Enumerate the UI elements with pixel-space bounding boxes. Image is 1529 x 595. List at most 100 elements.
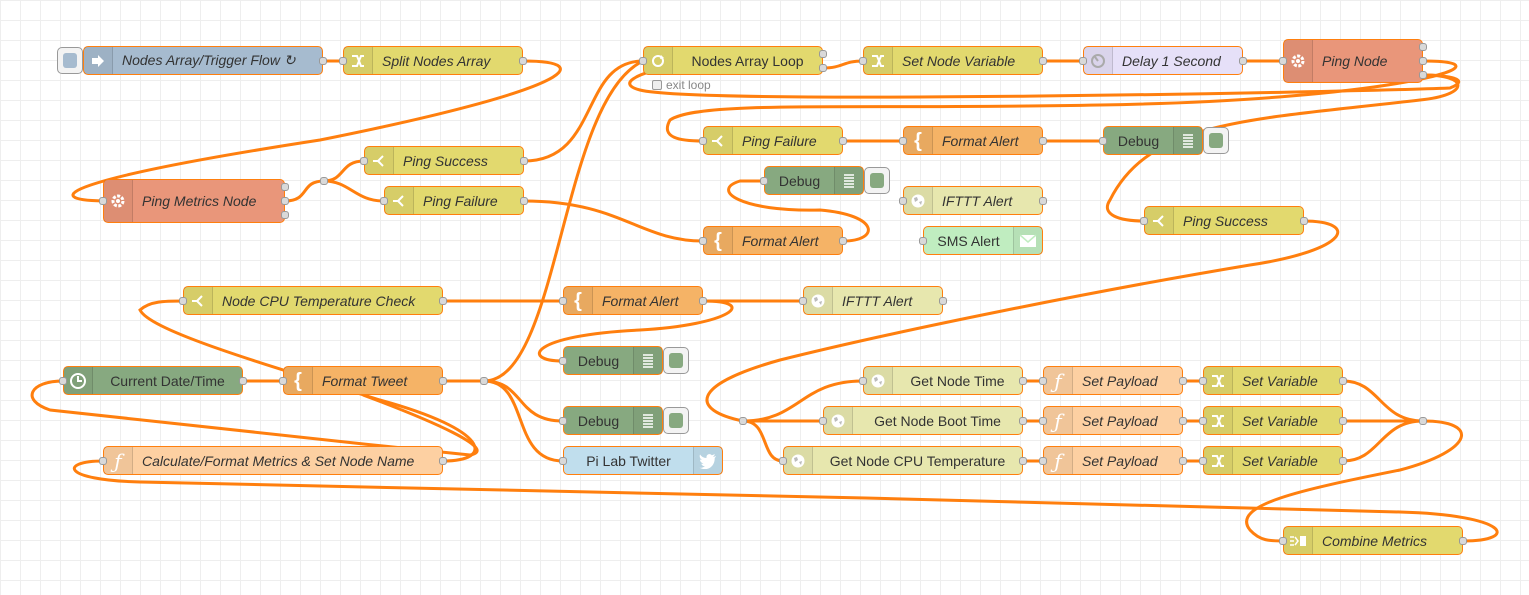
input-port[interactable] — [99, 457, 107, 465]
input-port[interactable] — [559, 457, 567, 465]
debug-toggle-button[interactable] — [663, 347, 689, 374]
input-port[interactable] — [1199, 457, 1207, 465]
input-port[interactable] — [360, 157, 368, 165]
output-port[interactable] — [1179, 417, 1187, 425]
input-port[interactable] — [899, 197, 907, 205]
input-port[interactable] — [699, 137, 707, 145]
node-debug-1[interactable]: Debug — [1103, 126, 1203, 155]
debug-toggle-button[interactable] — [1203, 127, 1229, 154]
input-port[interactable] — [1039, 417, 1047, 425]
input-port[interactable] — [919, 237, 927, 245]
input-port[interactable] — [59, 377, 67, 385]
input-port[interactable] — [779, 457, 787, 465]
input-port[interactable] — [859, 57, 867, 65]
node-format-alert-2[interactable]: { Format Alert — [703, 226, 843, 255]
output-port[interactable] — [1179, 457, 1187, 465]
output-port[interactable] — [1039, 137, 1047, 145]
debug-toggle-button[interactable] — [663, 407, 689, 434]
node-set-payload-1[interactable]: ƒ Set Payload — [1043, 366, 1183, 395]
output-port[interactable] — [281, 183, 289, 191]
output-port[interactable] — [319, 57, 327, 65]
node-ping-success-1[interactable]: Ping Success — [364, 146, 524, 175]
output-port[interactable] — [439, 457, 447, 465]
input-port[interactable] — [1140, 217, 1148, 225]
inject-trigger-button[interactable] — [57, 47, 83, 74]
node-sms-alert[interactable]: SMS Alert — [923, 226, 1043, 255]
node-debug-2[interactable]: Debug — [764, 166, 864, 195]
node-trigger-flow[interactable]: Nodes Array/Trigger Flow ↻ — [83, 46, 323, 75]
input-port[interactable] — [760, 177, 768, 185]
input-port[interactable] — [799, 297, 807, 305]
output-port[interactable] — [439, 297, 447, 305]
output-port[interactable] — [1019, 377, 1027, 385]
output-port[interactable] — [839, 137, 847, 145]
link-junction[interactable] — [480, 377, 488, 385]
output-port[interactable] — [520, 157, 528, 165]
output-port[interactable] — [839, 237, 847, 245]
input-port[interactable] — [559, 297, 567, 305]
output-port[interactable] — [1039, 57, 1047, 65]
input-port[interactable] — [899, 137, 907, 145]
output-port[interactable] — [1339, 417, 1347, 425]
input-port[interactable] — [279, 377, 287, 385]
output-port[interactable] — [1019, 417, 1027, 425]
node-combine-metrics[interactable]: Combine Metrics — [1283, 526, 1463, 555]
output-port[interactable] — [819, 50, 827, 58]
input-port[interactable] — [639, 57, 647, 65]
node-ping-node[interactable]: Ping Node — [1283, 39, 1423, 83]
output-port[interactable] — [699, 297, 707, 305]
input-port[interactable] — [1279, 57, 1287, 65]
input-port[interactable] — [1099, 137, 1107, 145]
node-get-node-cpu-temperature[interactable]: Get Node CPU Temperature — [783, 446, 1023, 475]
node-debug-4[interactable]: Debug — [563, 406, 663, 435]
output-port[interactable] — [281, 211, 289, 219]
input-port[interactable] — [859, 377, 867, 385]
node-get-node-time[interactable]: Get Node Time — [863, 366, 1023, 395]
node-ping-failure-2[interactable]: Ping Failure — [703, 126, 843, 155]
node-set-payload-3[interactable]: ƒ Set Payload — [1043, 446, 1183, 475]
input-port[interactable] — [1039, 377, 1047, 385]
node-get-node-boot-time[interactable]: Get Node Boot Time — [823, 406, 1023, 435]
input-port[interactable] — [1039, 457, 1047, 465]
node-set-node-variable[interactable]: Set Node Variable — [863, 46, 1043, 75]
input-port[interactable] — [380, 197, 388, 205]
node-split-nodes-array[interactable]: Split Nodes Array — [343, 46, 523, 75]
output-port[interactable] — [1339, 377, 1347, 385]
input-port[interactable] — [1079, 57, 1087, 65]
node-format-tweet[interactable]: { Format Tweet — [283, 366, 443, 395]
debug-toggle-button[interactable] — [864, 167, 890, 194]
input-port[interactable] — [99, 197, 107, 205]
output-port[interactable] — [1019, 457, 1027, 465]
output-port[interactable] — [439, 377, 447, 385]
output-port[interactable] — [1300, 217, 1308, 225]
output-port[interactable] — [939, 297, 947, 305]
node-ping-success-2[interactable]: Ping Success — [1144, 206, 1304, 235]
node-set-payload-2[interactable]: ƒ Set Payload — [1043, 406, 1183, 435]
node-set-variable-2[interactable]: Set Variable — [1203, 406, 1343, 435]
output-port[interactable] — [1459, 537, 1467, 545]
node-format-alert-3[interactable]: { Format Alert — [563, 286, 703, 315]
output-port[interactable] — [1339, 457, 1347, 465]
node-ping-metrics[interactable]: Ping Metrics Node — [103, 179, 285, 223]
output-port[interactable] — [239, 377, 247, 385]
output-port[interactable] — [281, 197, 289, 205]
output-port[interactable] — [519, 57, 527, 65]
output-port[interactable] — [1039, 197, 1047, 205]
input-port[interactable] — [819, 417, 827, 425]
input-port[interactable] — [559, 417, 567, 425]
node-current-date-time[interactable]: Current Date/Time — [63, 366, 243, 395]
node-cpu-temperature-check[interactable]: Node CPU Temperature Check — [183, 286, 443, 315]
input-port[interactable] — [1199, 377, 1207, 385]
output-port[interactable] — [819, 64, 827, 72]
node-calculate-format-metrics[interactable]: ƒ Calculate/Format Metrics & Set Node Na… — [103, 446, 443, 475]
node-nodes-array-loop[interactable]: Nodes Array Loop — [643, 46, 823, 75]
node-ifttt-alert-2[interactable]: IFTTT Alert — [803, 286, 943, 315]
node-format-alert-1[interactable]: { Format Alert — [903, 126, 1043, 155]
input-port[interactable] — [559, 357, 567, 365]
input-port[interactable] — [1199, 417, 1207, 425]
output-port[interactable] — [1179, 377, 1187, 385]
node-set-variable-3[interactable]: Set Variable — [1203, 446, 1343, 475]
link-junction[interactable] — [320, 177, 328, 185]
output-port[interactable] — [1419, 43, 1427, 51]
node-ping-failure-1[interactable]: Ping Failure — [384, 186, 524, 215]
